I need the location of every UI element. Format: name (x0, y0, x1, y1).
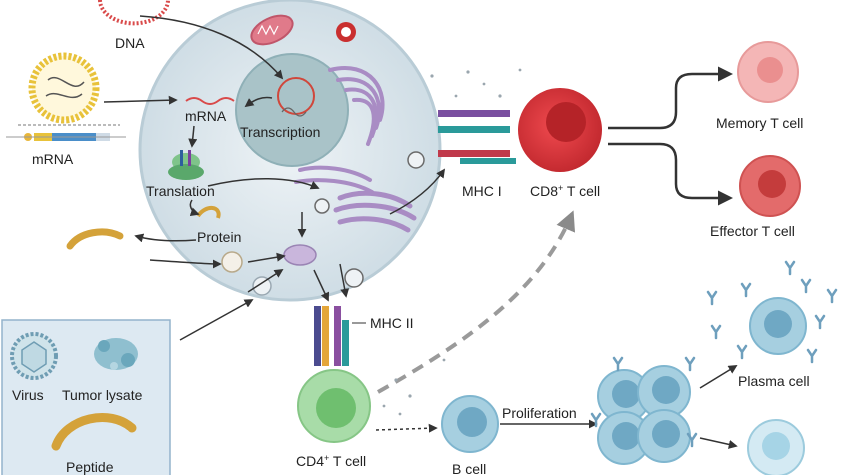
plasma-cell (749, 297, 807, 355)
ribosome-icon (168, 150, 204, 180)
cd8-t-cell (518, 88, 602, 172)
cd8-t-cell-label: CD8+ T cell (530, 183, 600, 199)
golgi-apparatus (333, 190, 417, 233)
plasma-arrows (699, 365, 738, 449)
tumor-lysate-icon (94, 338, 138, 370)
mhc1-tcr-complex (438, 110, 516, 164)
virus-label: Virus (12, 387, 44, 403)
b-cell-label: B cell (452, 461, 486, 475)
virus-icon (10, 332, 58, 380)
lysosome-icon (336, 22, 356, 42)
cytoplasm-mrna-icon (185, 97, 235, 105)
protein-label: Protein (197, 229, 241, 245)
cytokine-particles (382, 68, 522, 416)
nucleus (235, 53, 349, 167)
cd4-t-cell (297, 369, 371, 443)
dna-label: DNA (115, 35, 145, 51)
memory-t-cell-label: Memory T cell (716, 115, 803, 131)
lipid-nanoparticle-icon (28, 52, 100, 124)
effector-t-cell-label: Effector T cell (710, 223, 795, 239)
process-arrows (103, 15, 446, 341)
b-cell-cluster (597, 365, 691, 465)
dna-plasmid-icon (98, 0, 170, 26)
memory-t-cell (737, 41, 799, 103)
b-cell (441, 395, 499, 453)
proteasome-icon (283, 244, 317, 266)
plasma-cell-label: Plasma cell (738, 373, 810, 389)
cd4-t-cell-label: CD4+ T cell (296, 453, 366, 469)
mhc2-label: MHC II (370, 315, 414, 331)
mitochondrion-icon (250, 14, 294, 46)
vesicle-icon (407, 151, 425, 169)
mrna-left-label: mRNA (32, 151, 74, 167)
translation-label: Translation (146, 183, 215, 199)
vesicle-icon (314, 198, 330, 214)
vesicle-icon (344, 268, 364, 288)
mhc2-tcr-complex (314, 306, 349, 366)
endoplasmic-reticulum (294, 66, 385, 194)
endosome-icon (221, 251, 243, 273)
mrna-cell-label: mRNA (185, 108, 227, 124)
memory-b-cell (747, 419, 805, 475)
mrna-construct-icon (6, 124, 126, 141)
transcription-label: Transcription (240, 124, 320, 140)
cd4-to-bcell-arrow (375, 423, 438, 433)
protein-antigen-icon (66, 228, 124, 250)
phagosome-icon (252, 276, 272, 296)
mhc1-label: MHC I (462, 183, 502, 199)
effector-t-cell (739, 155, 801, 217)
differentiation-arrows (608, 66, 733, 206)
antibody-icons (590, 260, 838, 448)
peptide-icon (51, 413, 137, 451)
tumor-lysate-label: Tumor lysate (62, 387, 143, 403)
peptide-label: Peptide (66, 459, 114, 475)
t-help-arrow (377, 210, 575, 394)
protein-squiggle-icon (196, 206, 221, 219)
proliferation-label: Proliferation (502, 405, 577, 421)
